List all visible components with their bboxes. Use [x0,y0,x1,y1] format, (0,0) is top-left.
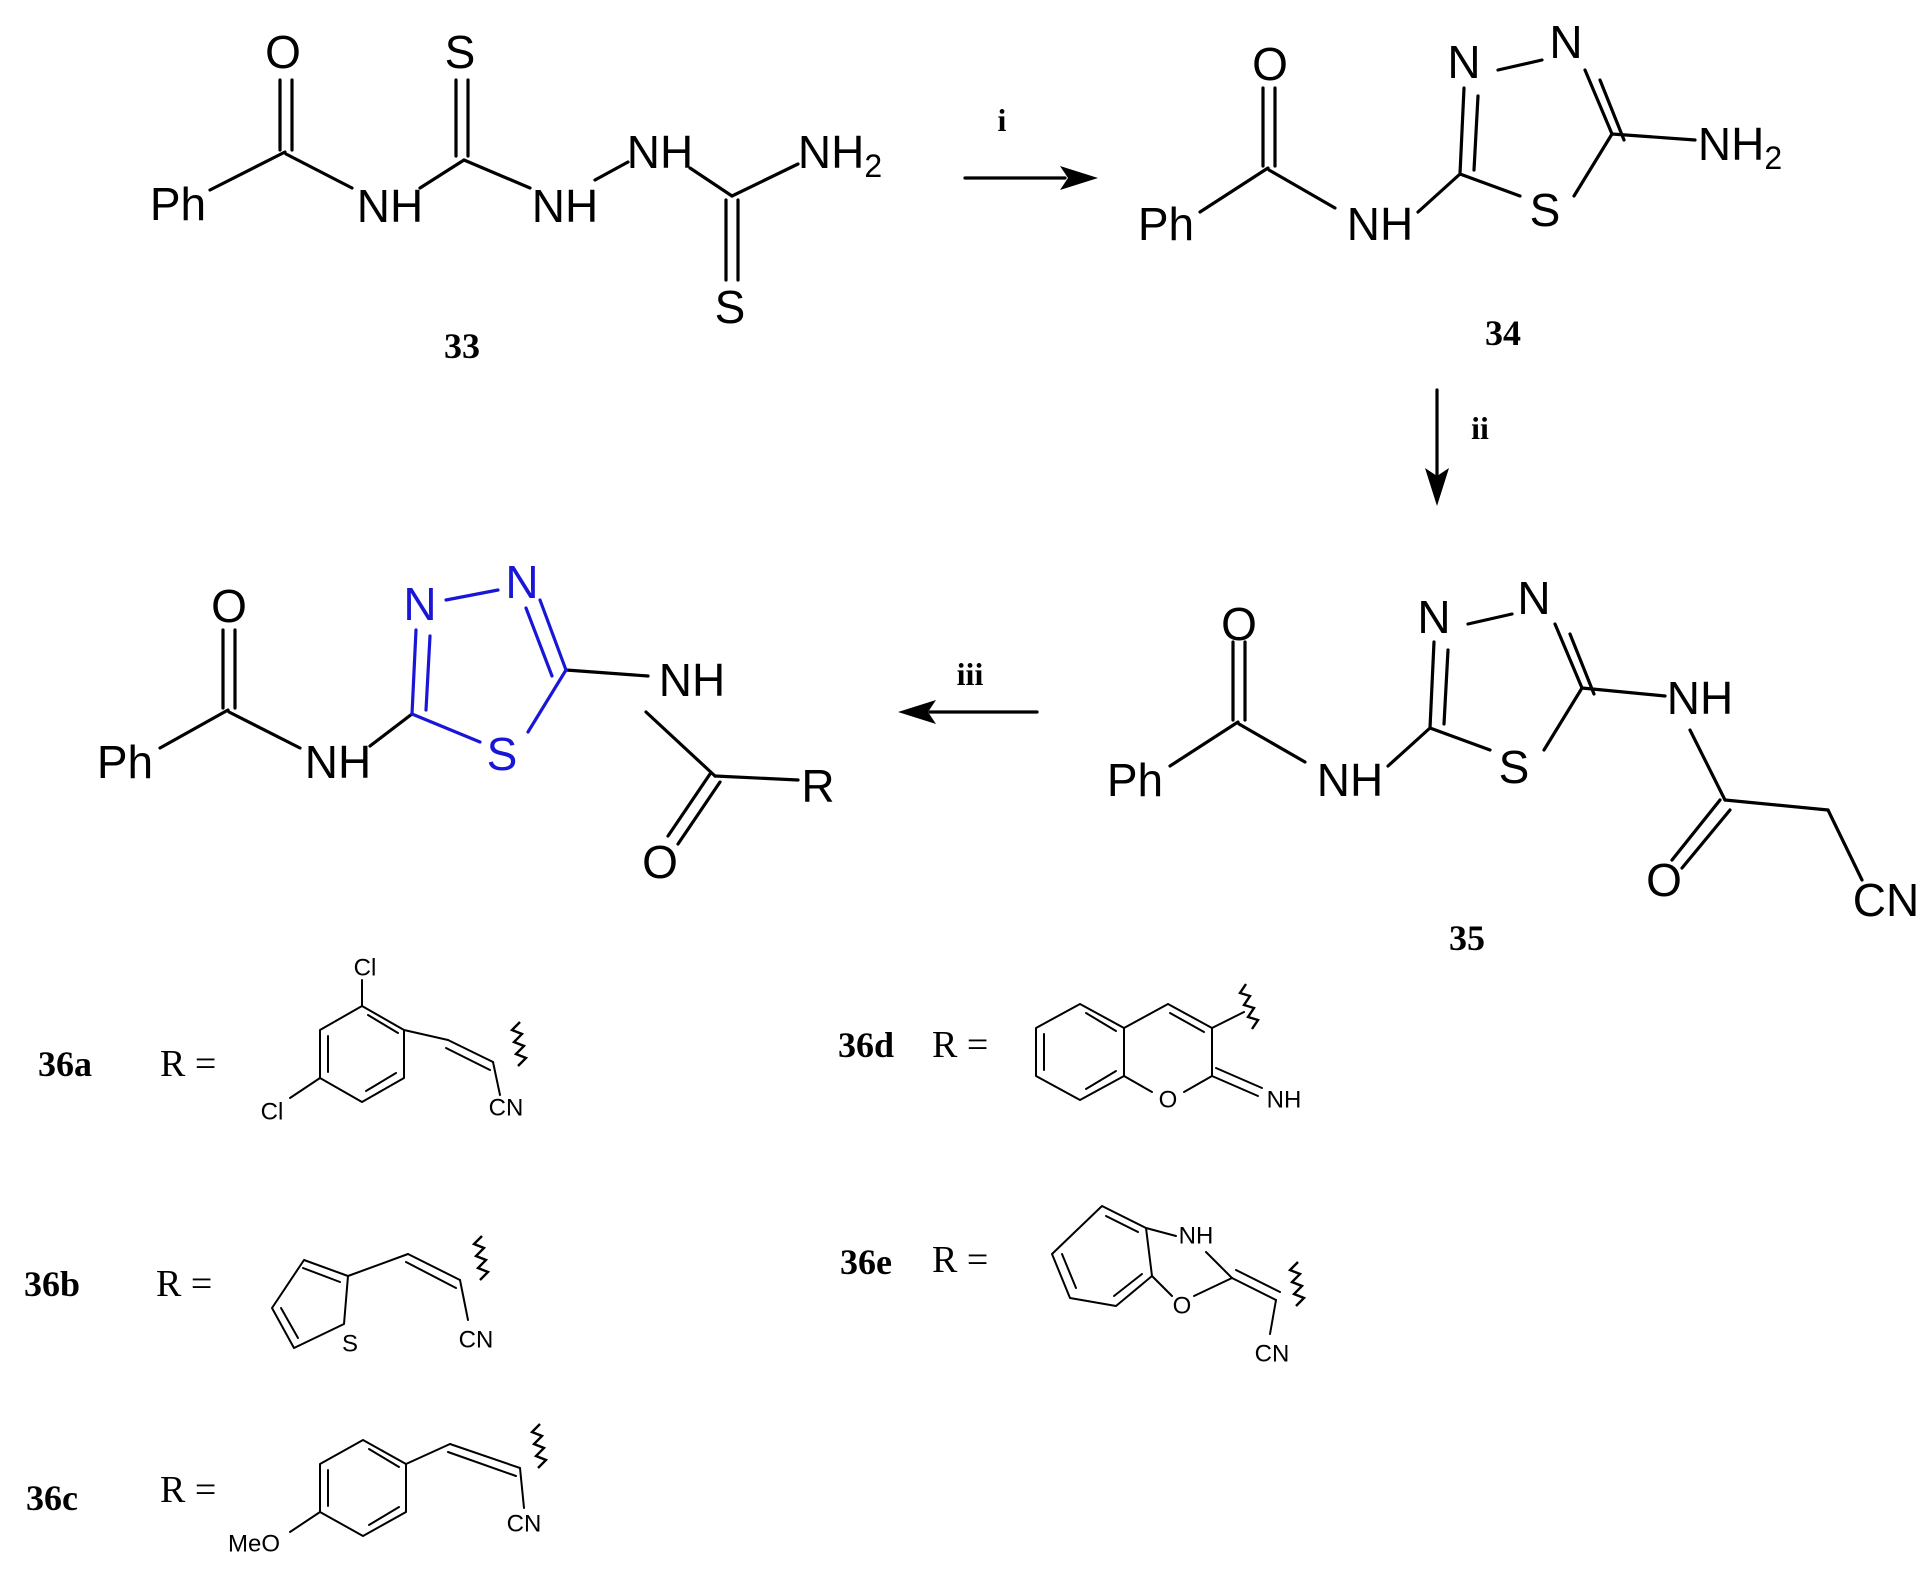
atom-ph: Ph [1107,754,1163,806]
thiadiazole-ring-highlight [410,588,568,744]
r-equals-label: R = [160,1043,216,1085]
atom-n: N [1517,572,1550,624]
atom-o: O [211,580,247,632]
r-equals-label: R = [160,1469,216,1511]
atom-cl: Cl [354,955,377,982]
atom-r: R [801,760,834,812]
atom-nh: NH [532,180,598,232]
atom-n: N [505,556,538,608]
atom-nh: NH [1317,754,1383,806]
atom-s: S [715,281,746,333]
compound-label-35: 35 [1449,918,1485,958]
atom-cn: CN [459,1327,494,1354]
atom-nh2: NH2 [798,126,882,184]
atom-o: O [1646,854,1682,906]
atom-nh2: NH2 [1698,118,1782,176]
compound-33-structure [208,78,800,282]
atom-nh: NH [305,736,371,788]
arrowhead [1060,166,1098,190]
r-equals-label: R = [932,1239,988,1281]
atom-nh: NH [1347,198,1413,250]
atom-s: S [445,26,476,78]
atom-cl: Cl [261,1099,284,1126]
nh2-base: NH [798,126,864,178]
atom-nh: NH [1267,1087,1302,1114]
atom-ph: Ph [150,178,206,230]
arrowhead [898,700,936,724]
atom-n: N [1417,591,1450,643]
compound-label-34: 34 [1485,313,1521,353]
substituent-36c [289,1423,549,1537]
substituent-36a [289,979,529,1103]
compound-34-structure [1198,58,1697,214]
r-equals-label: R = [156,1263,212,1305]
r-equals-label: R = [932,1024,988,1066]
atom-nh: NH [357,180,423,232]
compound-label-36e: 36e [840,1242,892,1282]
compound-35-structure [1168,612,1864,882]
reagent-label-i: i [998,102,1007,138]
compound-label-33: 33 [444,326,480,366]
atom-s: S [1530,184,1561,236]
reagent-label-iii: iii [957,656,984,692]
atom-nh: NH [627,126,693,178]
compound-36-structure [158,628,800,846]
atom-s: S [342,1331,358,1358]
substituent-36b [271,1235,491,1349]
atom-n: N [403,578,436,630]
atom-nh: NH [659,654,725,706]
substituent-36d [1035,983,1263,1101]
atom-o: O [1252,38,1288,90]
atom-cn: CN [489,1095,524,1122]
atom-cn: CN [507,1511,542,1538]
compound-label-36c: 36c [26,1478,78,1518]
compound-label-36b: 36b [24,1264,80,1304]
atom-cn: CN [1853,874,1919,926]
atom-nh: NH [1667,672,1733,724]
atom-meo: MeO [228,1531,280,1558]
compound-label-36a: 36a [38,1044,92,1084]
atom-o: O [265,26,301,78]
arrowhead [1425,468,1449,506]
atom-ph: Ph [97,736,153,788]
nh2-subscript: 2 [864,148,882,184]
atom-o: O [1221,598,1257,650]
atom-nh: NH [1179,1223,1214,1250]
atom-ph: Ph [1138,198,1194,250]
reagent-label-ii: ii [1471,410,1489,446]
atom-n: N [1447,36,1480,88]
atom-s: S [1499,741,1530,793]
atom-cn: CN [1255,1341,1290,1368]
atom-o: O [1173,1293,1192,1320]
compound-label-36d: 36d [838,1025,894,1065]
nh2-base: NH [1698,118,1764,170]
nh2-subscript: 2 [1764,140,1782,176]
atom-n: N [1549,16,1582,68]
atom-o: O [642,836,678,888]
substituent-36e [1051,1205,1307,1335]
atom-s: S [487,728,518,780]
atom-o: O [1159,1087,1178,1114]
